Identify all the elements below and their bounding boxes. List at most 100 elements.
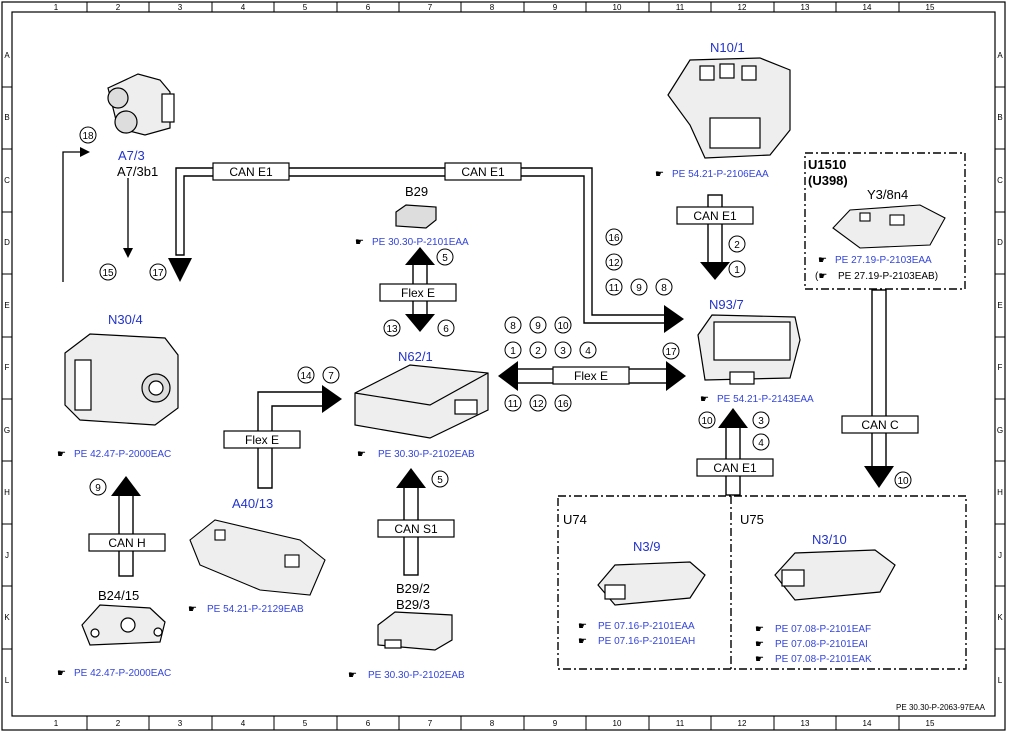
svg-text:12: 12 bbox=[532, 399, 544, 410]
ref-text[interactable]: PE 07.16-P-2101EAA bbox=[598, 621, 695, 632]
ref-text[interactable]: PE 30.30-P-2101EAA bbox=[372, 237, 469, 248]
n10-1-label: N10/1 bbox=[710, 40, 745, 55]
ref-link-n30-4[interactable]: ☛ PE 42.47-P-2000EAC bbox=[57, 449, 171, 460]
can-e1-label-n10: CAN E1 bbox=[676, 206, 754, 225]
can-e1-label-bottom: CAN E1 bbox=[696, 458, 774, 477]
ref-hand-icon: ☛ bbox=[818, 255, 827, 266]
col-label: 9 bbox=[553, 3, 558, 12]
ref-link-a40-13[interactable]: ☛ PE 54.21-P-2129EAB bbox=[188, 604, 304, 615]
ref-link-n62-1[interactable]: ☛ PE 30.30-P-2102EAB bbox=[357, 449, 475, 460]
a7-3b1-label: A7/3b1 bbox=[117, 164, 158, 179]
b24-15-label: B24/15 bbox=[98, 588, 139, 603]
ref-text[interactable]: PE 54.21-P-2106EAA bbox=[672, 169, 769, 180]
b29-label: B29 bbox=[405, 184, 428, 199]
svg-text:9: 9 bbox=[636, 283, 642, 294]
svg-text:2: 2 bbox=[734, 240, 740, 251]
col-label: 12 bbox=[738, 719, 747, 728]
ref-text[interactable]: PE 30.30-P-2102EAB bbox=[368, 670, 465, 681]
svg-text:3: 3 bbox=[560, 346, 566, 357]
col-label: 11 bbox=[676, 719, 685, 728]
arrow-down-can-e1 bbox=[168, 258, 192, 282]
col-label: 2 bbox=[116, 719, 121, 728]
col-label: 14 bbox=[863, 719, 872, 728]
svg-text:10: 10 bbox=[557, 321, 569, 332]
u398-label: (U398) bbox=[808, 173, 848, 188]
a40-13-label: A40/13 bbox=[232, 496, 273, 511]
n3-10-component-drawing bbox=[774, 549, 896, 601]
ref-link-b24-15[interactable]: ☛ PE 42.47-P-2000EAC bbox=[57, 668, 171, 679]
col-label: 5 bbox=[303, 3, 308, 12]
col-label: 11 bbox=[676, 3, 685, 12]
marker: 10 bbox=[554, 316, 572, 334]
svg-text:17: 17 bbox=[665, 347, 677, 358]
col-label: 14 bbox=[863, 3, 872, 12]
ref-text[interactable]: PE 54.21-P-2143EAA bbox=[717, 394, 814, 405]
b29-3-label: B29/3 bbox=[396, 597, 430, 612]
row-labels-left: A B C D E F G H J K L bbox=[4, 51, 10, 685]
ref-text[interactable]: PE 07.08-P-2101EAI bbox=[775, 639, 868, 650]
ref-link-b29[interactable]: ☛ PE 30.30-P-2101EAA bbox=[355, 237, 469, 248]
svg-text:3: 3 bbox=[758, 416, 764, 427]
a7-3-label: A7/3 bbox=[118, 148, 145, 163]
n10-to-n93-bus bbox=[707, 194, 723, 266]
n62-1-label: N62/1 bbox=[398, 349, 433, 364]
row-label: C bbox=[4, 176, 10, 185]
ref-text[interactable]: PE 07.16-P-2101EAH bbox=[598, 636, 695, 647]
ref-text[interactable]: PE 42.47-P-2000EAC bbox=[74, 668, 171, 679]
col-label: 6 bbox=[366, 719, 371, 728]
marker: 17 bbox=[149, 263, 167, 281]
ref-link-n10-1[interactable]: ☛ PE 54.21-P-2106EAA bbox=[655, 169, 769, 180]
row-label: L bbox=[998, 676, 1003, 685]
ref-link-n3-10-a[interactable]: ☛ PE 07.08-P-2101EAF bbox=[755, 624, 871, 635]
ref-hand-icon: ☛ bbox=[700, 394, 709, 405]
n93-7-label: N93/7 bbox=[709, 297, 744, 312]
marker: 1 bbox=[504, 341, 522, 359]
ref-text[interactable]: PE 27.19-P-2103EAB) bbox=[838, 271, 938, 282]
col-label: 15 bbox=[926, 719, 935, 728]
col-label: 5 bbox=[303, 719, 308, 728]
ref-link-n3-10-c[interactable]: ☛ PE 07.08-P-2101EAK bbox=[755, 654, 872, 665]
ref-link-u1510-1[interactable]: ☛ PE 27.19-P-2103EAA bbox=[818, 255, 932, 266]
arrow-right-a40 bbox=[322, 385, 342, 413]
ref-link-b29-2[interactable]: ☛ PE 30.30-P-2102EAB bbox=[348, 670, 465, 681]
ref-link-n93-7[interactable]: ☛ PE 54.21-P-2143EAA bbox=[700, 394, 814, 405]
arrow-up-can-h bbox=[111, 476, 141, 496]
col-label: 1 bbox=[54, 3, 59, 12]
row-label: D bbox=[4, 238, 10, 247]
arrow-down-a7b1 bbox=[123, 248, 133, 258]
ref-text[interactable]: PE 27.19-P-2103EAA bbox=[835, 255, 932, 266]
ref-text[interactable]: PE 30.30-P-2102EAB bbox=[378, 449, 475, 460]
marker: 12 bbox=[605, 253, 623, 271]
ref-text[interactable]: PE 54.21-P-2129EAB bbox=[207, 604, 304, 615]
row-label: K bbox=[4, 613, 10, 622]
svg-text:7: 7 bbox=[328, 371, 334, 382]
svg-text:17: 17 bbox=[152, 268, 164, 279]
marker: 2 bbox=[529, 341, 547, 359]
marker: 17 bbox=[662, 342, 680, 360]
marker: 8 bbox=[504, 316, 522, 334]
row-label: B bbox=[4, 113, 9, 122]
ref-text[interactable]: PE 07.08-P-2101EAF bbox=[775, 624, 871, 635]
marker: 5 bbox=[431, 470, 449, 488]
arrow-right-a7 bbox=[80, 147, 90, 157]
can-c-text: CAN C bbox=[861, 418, 899, 432]
ref-link-n3-10-b[interactable]: ☛ PE 07.08-P-2101EAI bbox=[755, 639, 868, 650]
svg-text:6: 6 bbox=[443, 324, 449, 335]
row-label: G bbox=[997, 426, 1003, 435]
ref-link-n3-9-b[interactable]: ☛ PE 07.16-P-2101EAH bbox=[578, 636, 695, 647]
ref-text[interactable]: PE 42.47-P-2000EAC bbox=[74, 449, 171, 460]
svg-text:15: 15 bbox=[102, 268, 114, 279]
row-label: A bbox=[4, 51, 10, 60]
col-label: 12 bbox=[738, 3, 747, 12]
ref-link-u1510-2[interactable]: (☛ PE 27.19-P-2103EAB) bbox=[815, 271, 938, 282]
col-label: 3 bbox=[178, 3, 183, 12]
marker: 18 bbox=[79, 126, 97, 144]
n3-10-label: N3/10 bbox=[812, 532, 847, 547]
row-label: J bbox=[998, 551, 1002, 560]
marker: 16 bbox=[554, 394, 572, 412]
ref-link-n3-9-a[interactable]: ☛ PE 07.16-P-2101EAA bbox=[578, 621, 695, 632]
svg-text:5: 5 bbox=[437, 475, 443, 486]
col-label: 15 bbox=[926, 3, 935, 12]
arrow-right-n93-flex bbox=[666, 361, 686, 391]
ref-text[interactable]: PE 07.08-P-2101EAK bbox=[775, 654, 872, 665]
